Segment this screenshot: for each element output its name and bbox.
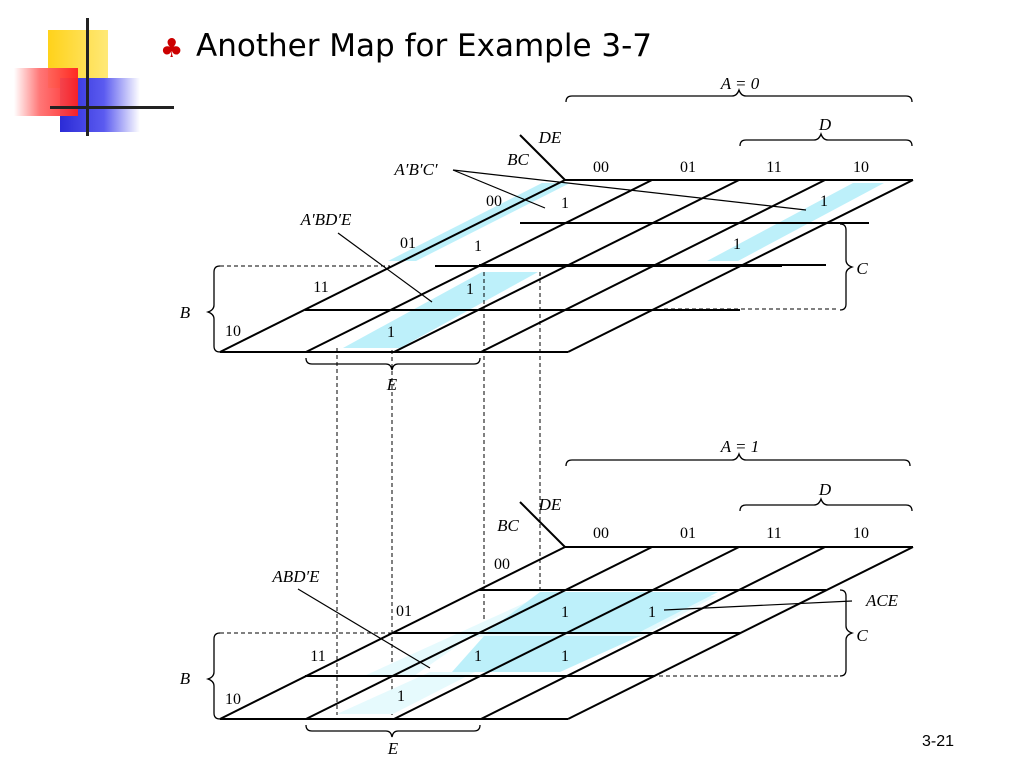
top-row-label-01: 01	[400, 235, 416, 252]
bottom-row-label-00: 00	[494, 556, 510, 573]
top-C-brace	[839, 223, 855, 311]
top-B-brace	[205, 265, 221, 353]
bottom-B-label: B	[180, 669, 191, 688]
top-C-label: C	[856, 259, 868, 278]
top-term-label-AprimeBprimeCprime: A′B′C′	[393, 160, 438, 179]
bottom-highlight-row11	[452, 636, 640, 672]
bottom-D-label: D	[818, 480, 832, 499]
top-E-brace	[305, 357, 481, 371]
bottom-D-brace	[739, 496, 913, 512]
top-B-label: B	[180, 303, 191, 322]
bottom-cell-01-11: 1	[648, 604, 656, 621]
top-E-label: E	[386, 375, 398, 394]
top-row-label-00: 00	[486, 193, 502, 210]
top-cell-01-10: 1	[733, 236, 741, 253]
top-header-brace	[565, 87, 913, 103]
bottom-E-label: E	[387, 739, 399, 758]
bottom-map: A = 1 D DE BC 00 01 11 10 00 01 11 10 1 …	[180, 437, 914, 758]
page-number: 3-21	[922, 733, 955, 750]
bottom-col-label-11: 11	[766, 525, 781, 542]
bottom-B-brace	[205, 632, 221, 720]
deco-vertical-line	[86, 18, 89, 136]
top-cell-10-01: 1	[387, 324, 395, 341]
top-term-label-AprimeBDprimeE: A′BD′E	[300, 210, 352, 229]
bottom-col-label-00: 00	[593, 525, 609, 542]
bottom-cell-11-11: 1	[561, 648, 569, 665]
bottom-col-axis-label: DE	[538, 495, 562, 514]
top-cell-11-01: 1	[466, 281, 474, 298]
top-cell-00-00: 1	[561, 195, 569, 212]
top-col-label-11: 11	[766, 159, 781, 176]
bottom-C-brace	[839, 589, 855, 677]
deco-horizontal-line	[50, 106, 174, 109]
bottom-highlight-col01	[337, 672, 475, 714]
bottom-cell-10-01: 1	[397, 688, 405, 705]
title-bullet-icon: ♣	[160, 34, 184, 64]
slide-title: Another Map for Example 3-7	[196, 28, 653, 64]
top-D-label: D	[818, 115, 832, 134]
bottom-cell-11-01: 1	[474, 648, 482, 665]
top-col-label-10: 10	[853, 159, 869, 176]
top-cell-01-00: 1	[474, 238, 482, 255]
bottom-header-brace	[565, 451, 911, 467]
bottom-row-label-10: 10	[225, 691, 241, 708]
corner-decoration	[0, 0, 180, 140]
bottom-row-label-11: 11	[310, 648, 325, 665]
top-col-label-00: 00	[593, 159, 609, 176]
bottom-C-label: C	[856, 626, 868, 645]
bottom-header-label: A = 1	[720, 437, 760, 456]
bottom-col-label-01: 01	[680, 525, 696, 542]
top-D-brace	[739, 131, 913, 147]
top-row-label-10: 10	[225, 323, 241, 340]
bottom-row-axis-label: BC	[497, 516, 519, 535]
bottom-cell-01-01: 1	[561, 604, 569, 621]
top-map: A = 0 D DE BC 00 01 11 10 00 01 11 10 1 …	[180, 74, 914, 394]
bottom-col-label-10: 10	[853, 525, 869, 542]
top-col-axis-label: DE	[538, 128, 562, 147]
bottom-term-label-ABDprimeE: ABD′E	[271, 567, 320, 586]
top-cell-00-10: 1	[820, 193, 828, 210]
top-row-label-11: 11	[313, 279, 328, 296]
bottom-row-label-01: 01	[396, 603, 412, 620]
top-header-label: A = 0	[720, 74, 760, 93]
bottom-term-label-ACE: ACE	[865, 591, 899, 610]
top-col-label-01: 01	[680, 159, 696, 176]
top-row-axis-label: BC	[507, 150, 529, 169]
connector-lines	[336, 272, 541, 715]
bottom-E-brace	[305, 724, 481, 738]
